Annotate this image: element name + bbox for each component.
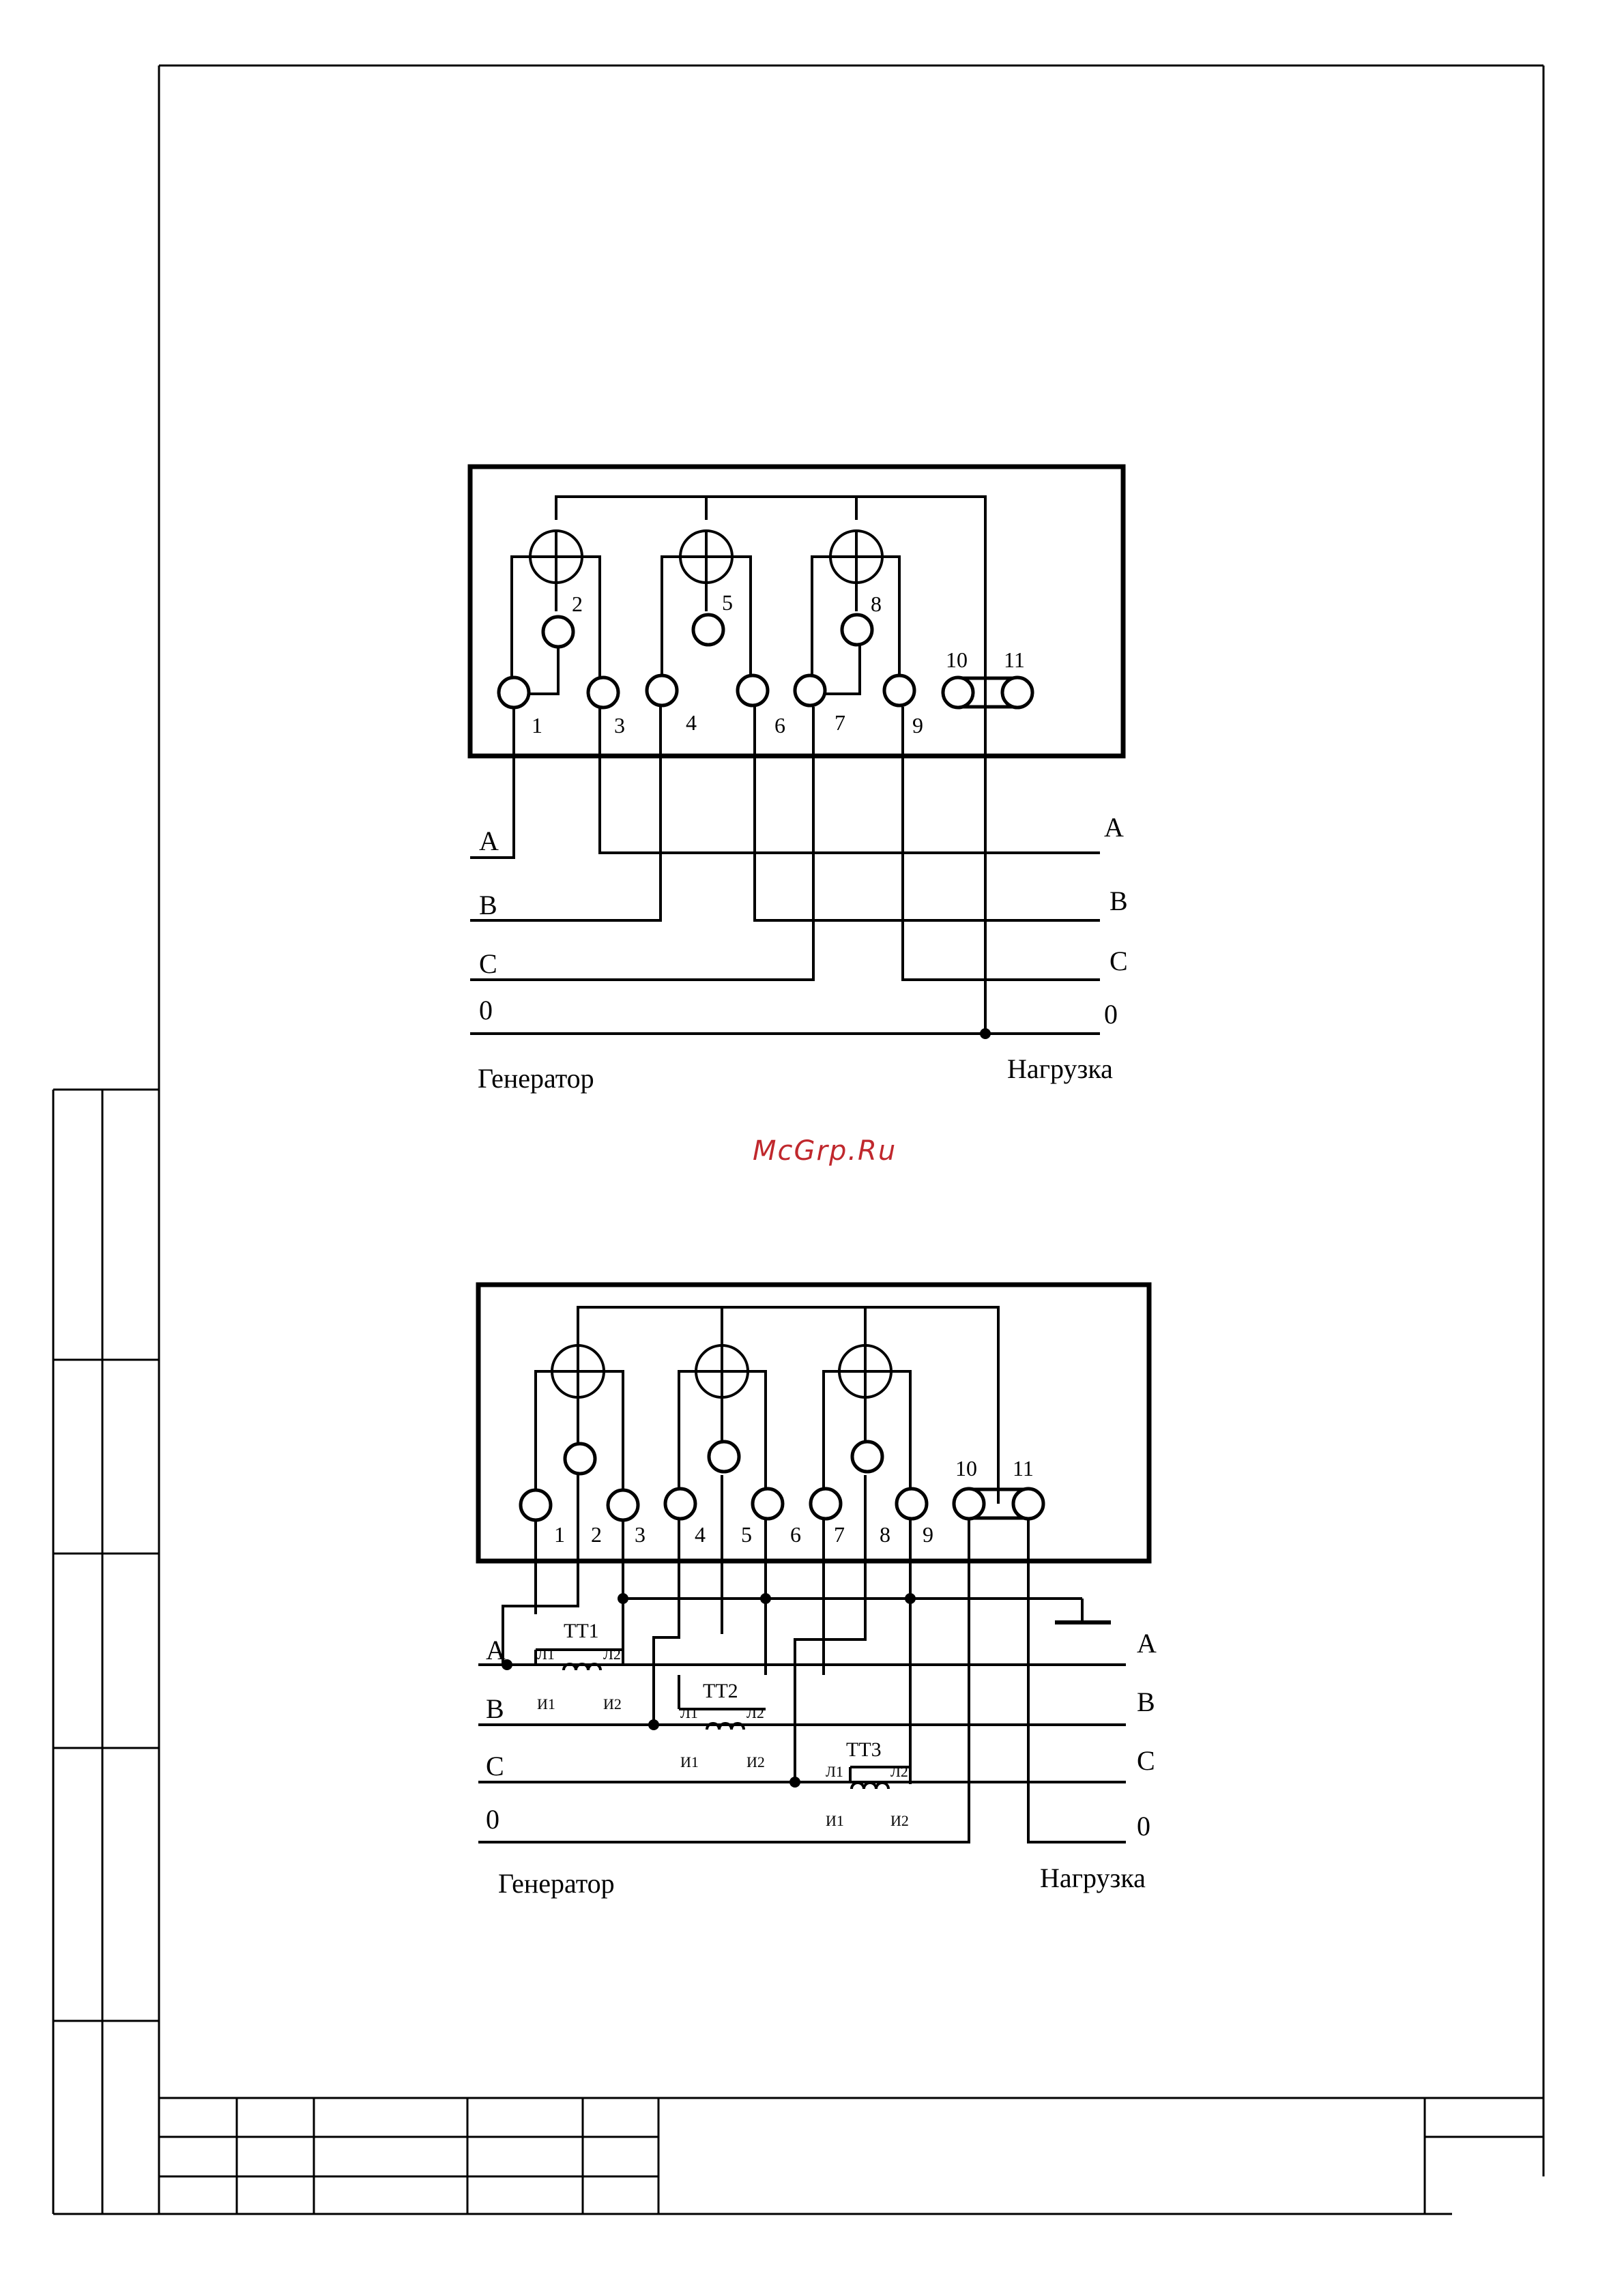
terminal bbox=[665, 1489, 695, 1519]
terminal bbox=[693, 615, 723, 645]
terminal bbox=[842, 615, 872, 645]
terminal bbox=[588, 677, 618, 708]
terminal bbox=[795, 675, 825, 705]
phase-label-right: C bbox=[1110, 946, 1128, 976]
meter-box bbox=[470, 467, 1123, 756]
phase-label-right: A bbox=[1137, 1628, 1157, 1659]
phase-label-left: B bbox=[486, 1693, 504, 1724]
meter-element-2 bbox=[696, 1345, 748, 1397]
load-label: Нагрузка bbox=[1040, 1863, 1146, 1893]
generator-label: Генератор bbox=[478, 1063, 594, 1094]
terminal-number: 11 bbox=[1004, 647, 1025, 672]
terminal bbox=[565, 1444, 595, 1474]
terminal-number: 7 bbox=[835, 710, 845, 735]
terminal-number: 6 bbox=[774, 713, 785, 738]
ct-terminal-label: И1 bbox=[826, 1812, 844, 1829]
terminal bbox=[521, 1490, 551, 1520]
terminal bbox=[543, 617, 573, 647]
phase-label-right: A bbox=[1104, 812, 1124, 843]
terminal-number: 8 bbox=[871, 592, 882, 616]
terminal-number: 1 bbox=[554, 1522, 565, 1547]
terminal bbox=[647, 675, 677, 705]
meter-element-3 bbox=[839, 1345, 891, 1397]
ct-terminal-label: Л1 bbox=[826, 1763, 843, 1780]
generator-label: Генератор bbox=[498, 1868, 615, 1899]
ct-terminal-label: Л2 bbox=[746, 1704, 764, 1721]
ct-terminal-label: И1 bbox=[680, 1753, 699, 1770]
terminal bbox=[1002, 677, 1032, 708]
terminal bbox=[499, 677, 529, 708]
terminal-number: 1 bbox=[532, 713, 542, 738]
ct-terminal-label: И2 bbox=[746, 1753, 765, 1770]
ct-name: ТТ2 bbox=[703, 1680, 738, 1702]
load-label: Нагрузка bbox=[1007, 1053, 1113, 1084]
meter-element-2 bbox=[680, 531, 732, 583]
terminal bbox=[608, 1490, 638, 1520]
ct-terminal-label: И2 bbox=[890, 1812, 909, 1829]
phase-label-left: B bbox=[479, 890, 497, 920]
terminal-number: 9 bbox=[912, 713, 923, 738]
terminal-number: 11 bbox=[1013, 1456, 1034, 1481]
ct-terminal-label: И2 bbox=[603, 1695, 622, 1712]
terminal-number: 4 bbox=[695, 1522, 706, 1547]
ct-terminal-label: Л1 bbox=[537, 1646, 555, 1663]
ct-name: ТТ1 bbox=[564, 1620, 599, 1642]
diagram-2: 1 2 3 4 5 6 7 8 9 10 11 ТТ1 ТТ2 ТТ3 Л1 Л… bbox=[478, 1285, 1157, 1899]
phase-label-right: B bbox=[1110, 886, 1128, 916]
terminal-number: 10 bbox=[955, 1456, 977, 1481]
phase-label-left: 0 bbox=[486, 1804, 499, 1835]
diagram-1: 1 2 3 4 5 6 7 8 9 10 11 A B C 0 A B C 0 … bbox=[470, 467, 1128, 1094]
meter-element-1 bbox=[530, 531, 582, 583]
phase-label-left: 0 bbox=[479, 995, 493, 1025]
phase-label-right: 0 bbox=[1104, 999, 1118, 1030]
ct-name: ТТ3 bbox=[846, 1738, 882, 1761]
ct-terminal-label: Л1 bbox=[680, 1704, 698, 1721]
phase-label-right: C bbox=[1137, 1745, 1155, 1776]
terminal-number: 8 bbox=[880, 1522, 890, 1547]
terminal bbox=[897, 1489, 927, 1519]
meter-element-1 bbox=[552, 1345, 604, 1397]
terminal-number: 5 bbox=[722, 590, 733, 615]
terminal-number: 2 bbox=[572, 592, 583, 616]
terminal-number: 6 bbox=[790, 1522, 801, 1547]
terminal-number: 7 bbox=[834, 1522, 845, 1547]
phase-label-left: C bbox=[486, 1751, 504, 1781]
terminal bbox=[884, 675, 914, 705]
meter-element-3 bbox=[830, 531, 882, 583]
ct-terminal-label: И1 bbox=[537, 1695, 555, 1712]
terminal bbox=[852, 1442, 882, 1472]
terminal-number: 5 bbox=[741, 1522, 752, 1547]
terminal bbox=[753, 1489, 783, 1519]
terminal bbox=[738, 675, 768, 705]
phase-label-right: B bbox=[1137, 1687, 1155, 1717]
terminal bbox=[1013, 1489, 1043, 1519]
terminal bbox=[943, 677, 973, 708]
phase-label-left: A bbox=[486, 1635, 506, 1665]
phase-label-left: C bbox=[479, 948, 497, 979]
terminal-number: 2 bbox=[591, 1522, 602, 1547]
ct-terminal-label: Л2 bbox=[603, 1646, 621, 1663]
terminal bbox=[709, 1442, 739, 1472]
terminal-number: 9 bbox=[923, 1522, 933, 1547]
terminal bbox=[954, 1489, 984, 1519]
terminal-number: 3 bbox=[635, 1522, 646, 1547]
phase-label-left: A bbox=[479, 826, 499, 856]
terminal-number: 4 bbox=[686, 710, 697, 735]
terminal-number: 3 bbox=[614, 713, 625, 738]
phase-label-right: 0 bbox=[1137, 1811, 1150, 1841]
ct-terminal-label: Л2 bbox=[890, 1763, 908, 1780]
terminal bbox=[811, 1489, 841, 1519]
terminal-number: 10 bbox=[946, 647, 968, 672]
watermark: McGrp.Ru bbox=[753, 1135, 897, 1167]
